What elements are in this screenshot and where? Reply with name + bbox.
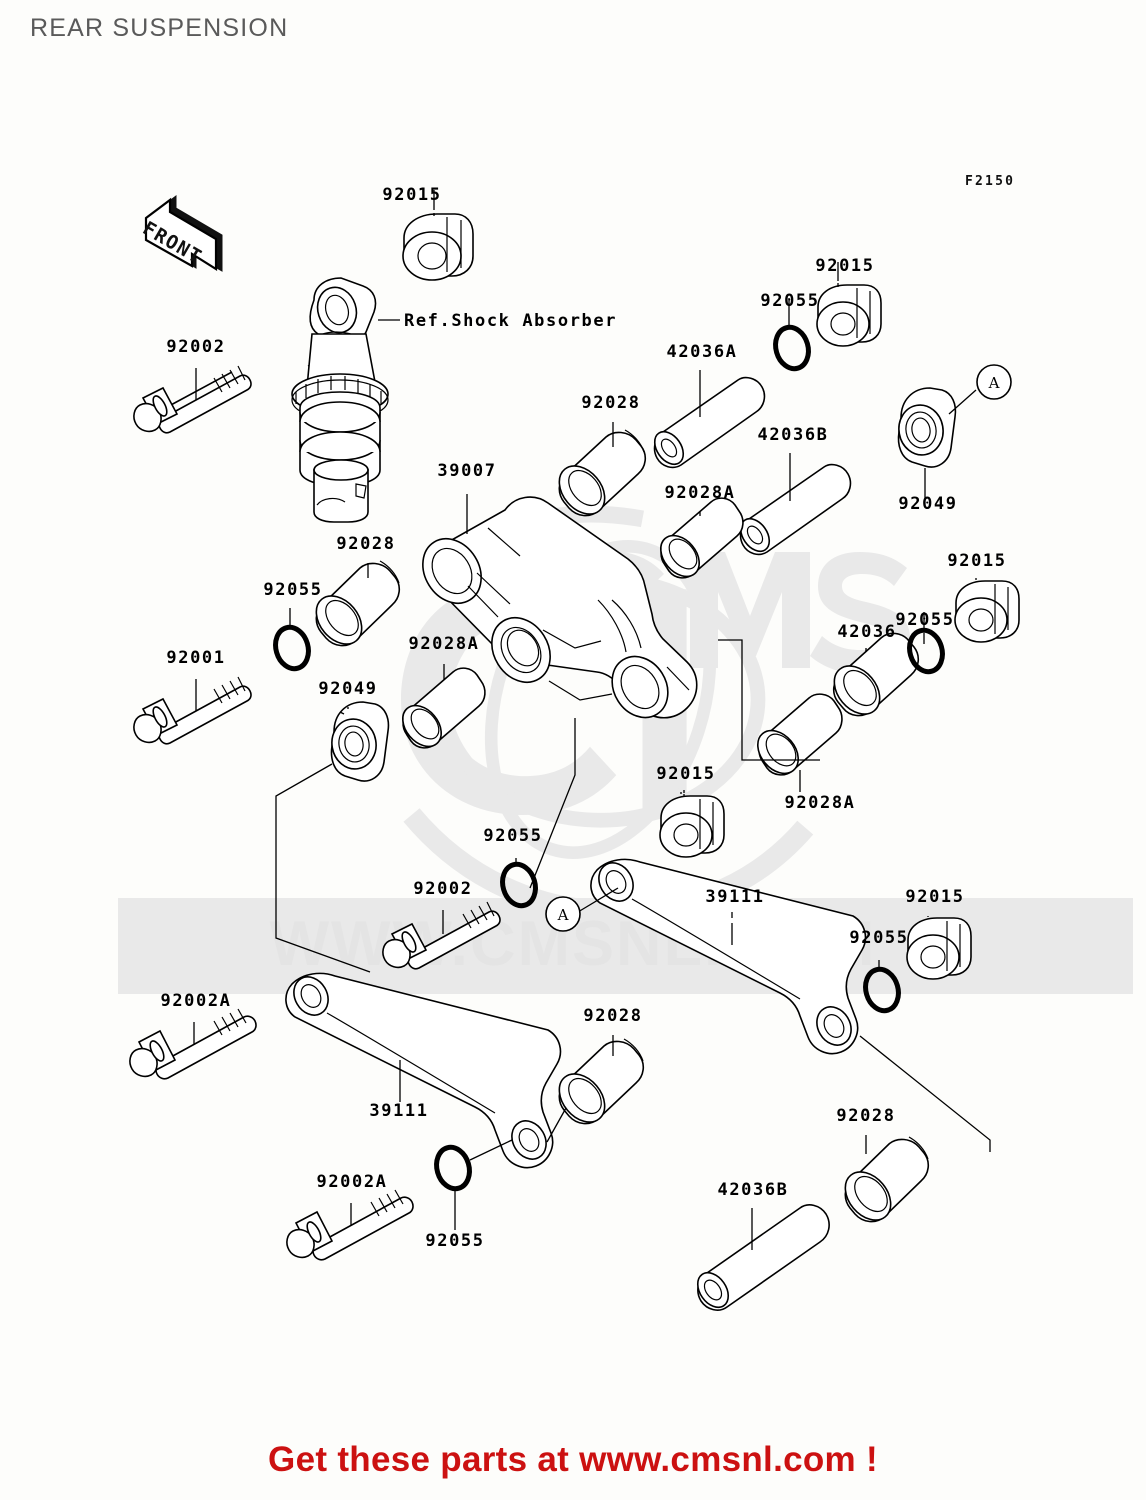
part-42036B-sleeve-upper [739, 463, 852, 556]
part-42036-sleeve [832, 632, 920, 717]
callout-92028-left: 92028 [336, 534, 395, 554]
part-92002-bolt-top [133, 365, 252, 434]
callout-92015-right: 92015 [947, 551, 1006, 571]
part-92055-oring-mid [500, 861, 538, 909]
callout-92015-mid: 92015 [656, 764, 715, 784]
part-92028-bushing-lower-right [844, 1136, 930, 1223]
callout-92055-mid: 92055 [483, 826, 542, 846]
part-92015-nut-mid [659, 795, 725, 858]
footer-promo-banner: Get these parts at www.cmsnl.com ! [268, 1440, 878, 1479]
callout-42036: 42036 [837, 622, 896, 642]
callout-92055-left: 92055 [263, 580, 322, 600]
part-92028A-bushing-right [757, 693, 843, 776]
callout-labels: 92015 92002 92015 92055 42036A 92028 420… [160, 185, 1006, 1251]
callout-92002-topleft: 92002 [166, 337, 225, 357]
callout-92015-tierod-right: 92015 [905, 887, 964, 907]
circle-marker-A-mid: A [545, 896, 581, 932]
page-title: REAR SUSPENSION [30, 14, 289, 42]
ref-shock-absorber-label: Ref.Shock Absorber [404, 311, 617, 331]
diagram-reference-code: F2150 [965, 174, 1016, 189]
part-92028-bushing-left [315, 560, 401, 647]
part-92015-top-nut [402, 213, 474, 281]
svg-text:A: A [557, 906, 569, 924]
part-92055-oring-right [907, 627, 945, 675]
callout-39007: 39007 [437, 461, 496, 481]
part-92049-oil-seal-left [330, 701, 390, 782]
svg-text:A: A [988, 374, 1000, 392]
part-92028-bushing-upper [558, 429, 647, 517]
part-92002A-bolt-lower [286, 1189, 414, 1261]
part-92028-bushing-lower [558, 1038, 645, 1125]
part-92055-oring-left [273, 624, 311, 672]
part-92055-oring-lower [434, 1144, 472, 1192]
marker-A-leader-mid [577, 887, 619, 913]
callout-92055-right: 92055 [895, 610, 954, 630]
part-92028A-bushing-left [401, 667, 486, 749]
callout-92049-left: 92049 [318, 679, 377, 699]
callout-92028-lower: 92028 [583, 1006, 642, 1026]
part-92055-oring-upper-right [773, 324, 811, 372]
callout-92055-upperright: 92055 [760, 291, 819, 311]
shock-absorber-ref-illustration [291, 277, 389, 523]
callout-42036A: 42036A [666, 342, 737, 362]
callout-92028A-upper: 92028A [664, 483, 735, 503]
callout-39111-right: 39111 [705, 887, 764, 907]
part-92015-upper-right-nut [816, 284, 882, 347]
callout-92028A-right: 92028A [784, 793, 855, 813]
callout-92015-upperright: 92015 [815, 256, 874, 276]
part-92055-oring-tierod-right [863, 966, 901, 1014]
callout-92001: 92001 [166, 648, 225, 668]
callout-92002-mid: 92002 [413, 879, 472, 899]
callout-92049-right: 92049 [898, 494, 957, 514]
callout-39111-left: 39111 [369, 1101, 428, 1121]
part-92002A-bolt-upper [129, 1008, 257, 1080]
circle-marker-A-right: A [976, 364, 1012, 400]
part-92028A-bushing-upper [659, 497, 744, 579]
part-92001-bolt [133, 676, 252, 745]
part-39111-tie-rod-right [590, 858, 867, 1055]
part-42036B-sleeve-lower [696, 1204, 830, 1311]
callout-42036B-lower: 42036B [717, 1180, 788, 1200]
callout-92002A-upper: 92002A [160, 991, 231, 1011]
callout-42036B-upper: 42036B [757, 425, 828, 445]
part-92015-nut-right [954, 580, 1020, 643]
part-39007-rocker-arm [422, 496, 698, 719]
part-92049-oil-seal-right [897, 387, 957, 468]
callout-92015-top: 92015 [382, 185, 441, 205]
part-92015-nut-tierod-right [906, 917, 972, 980]
callout-92055-tierod-right: 92055 [849, 928, 908, 948]
part-39111-tie-rod-left [285, 972, 562, 1169]
callout-92028-upper: 92028 [581, 393, 640, 413]
callout-92028A-left: 92028A [408, 634, 479, 654]
front-orientation-marker: FRONT [139, 195, 223, 272]
part-92002-bolt-mid [382, 901, 501, 970]
callout-92055-lower: 92055 [425, 1231, 484, 1251]
callout-92002A-lower: 92002A [316, 1172, 387, 1192]
callout-92028-lower-right: 92028 [836, 1106, 895, 1126]
part-42036A-sleeve [653, 376, 766, 469]
